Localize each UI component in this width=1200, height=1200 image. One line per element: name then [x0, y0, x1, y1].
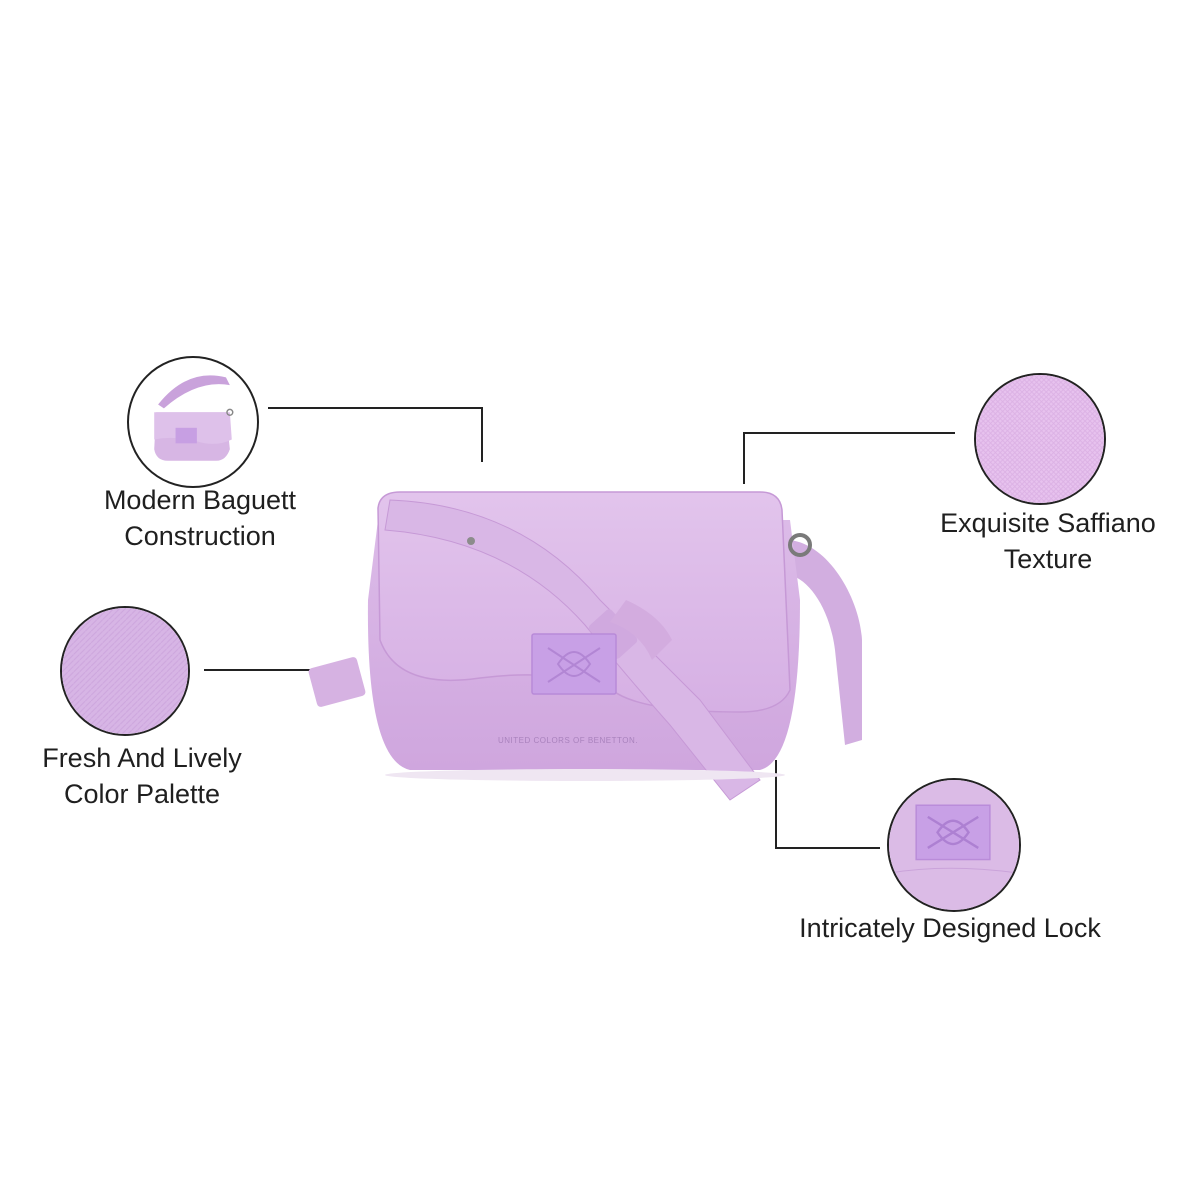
connector-bottom-right — [775, 760, 880, 849]
lock-detail-circle — [887, 778, 1021, 912]
swatch-color-circle — [60, 606, 190, 736]
connector-top-left — [268, 407, 483, 462]
feature-label-line: Exquisite Saffiano — [940, 508, 1156, 538]
feature-label-line: Modern Baguett — [103, 485, 297, 515]
zip-pull — [308, 657, 366, 707]
saffiano-swatch-icon — [62, 608, 188, 734]
strap-back — [790, 540, 862, 745]
feature-label-line: Fresh And Lively — [42, 743, 242, 773]
feature-label-color: Fresh And Lively Color Palette — [42, 740, 242, 812]
lock-detail-icon — [889, 780, 1019, 910]
strap-front — [384, 499, 761, 801]
saffiano-texture-icon — [976, 375, 1104, 503]
metal-ring — [788, 533, 812, 557]
brand-text: UNITED COLORS OF BENETTON. — [498, 736, 638, 745]
feature-label-line: Construction — [124, 521, 276, 551]
feature-label-construction: Modern Baguett Construction — [104, 482, 296, 554]
feature-label-line: Color Palette — [63, 779, 221, 809]
feature-label-texture: Exquisite Saffiano Texture — [940, 505, 1156, 577]
swatch-texture-circle — [974, 373, 1106, 505]
thumb-bag-circle — [127, 356, 259, 488]
connector-top-right — [743, 432, 955, 484]
bag-thumbnail-icon — [154, 375, 234, 461]
feature-label-line: Texture — [1003, 544, 1093, 574]
feature-label-lock: Intricately Designed Lock — [799, 910, 1101, 946]
feature-label-line: Intricately Designed Lock — [799, 913, 1101, 943]
